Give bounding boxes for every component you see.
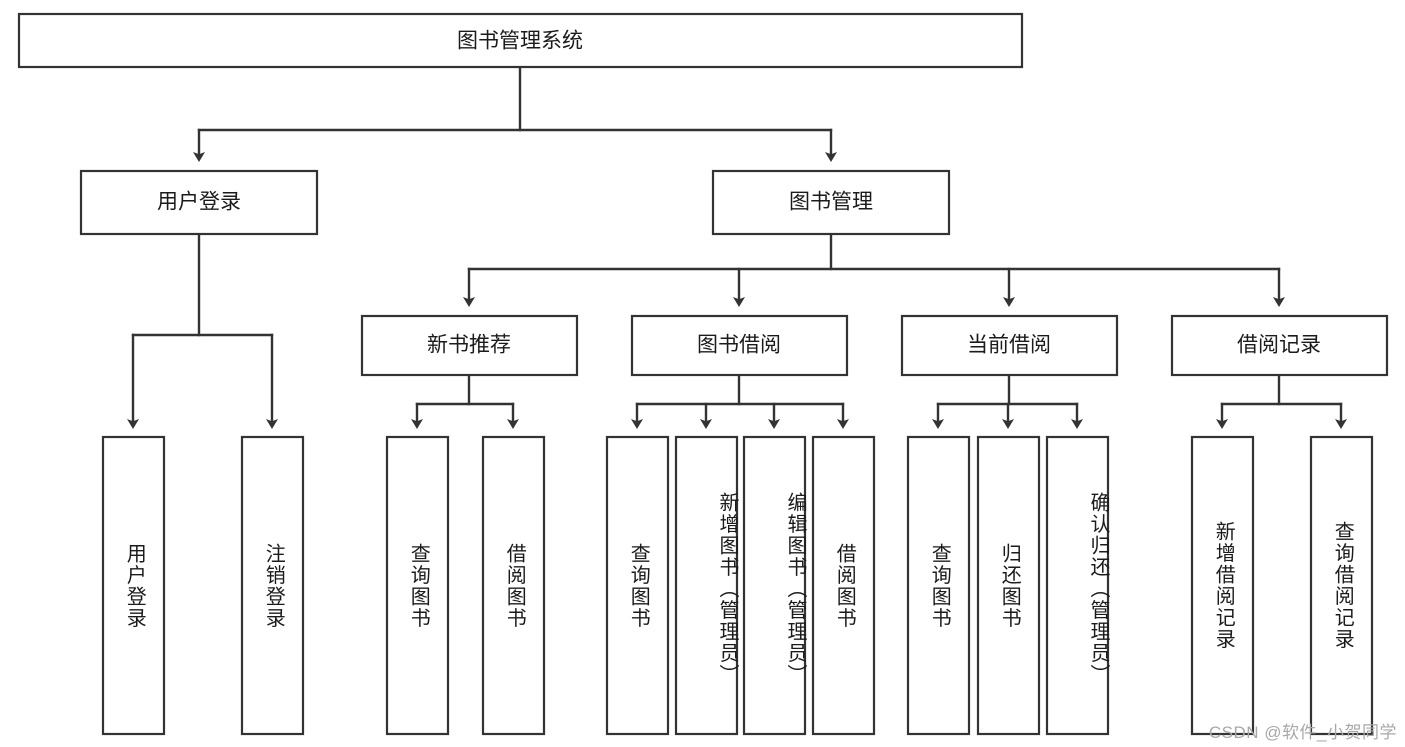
leaf-box-add-record[interactable]	[1190, 435, 1255, 736]
node-borrow-record-box[interactable]	[1170, 314, 1389, 377]
node-current-borrow[interactable]: 当前借阅	[900, 314, 1119, 377]
leaf-box-query-record[interactable]	[1309, 435, 1374, 736]
csdn-watermark: CSDN @软件_小贺同学	[1208, 723, 1397, 742]
leaf-box-borrow-book-2[interactable]	[811, 435, 876, 736]
node-borrow-record[interactable]: 借阅记录	[1170, 314, 1389, 377]
leaf-box-layer	[101, 435, 1374, 736]
node-new-book-recommend-box[interactable]	[360, 314, 579, 377]
node-new-book-recommend[interactable]: 新书推荐	[360, 314, 579, 377]
leaf-box-return-book[interactable]	[976, 435, 1041, 736]
node-book-borrow-box[interactable]	[630, 314, 849, 377]
node-root-system[interactable]: 图书管理系统	[17, 12, 1024, 69]
leaf-box-query-book-2[interactable]	[605, 435, 670, 736]
leaf-box-query-book-3[interactable]	[906, 435, 971, 736]
node-root-label: 图书管理系统	[457, 30, 583, 53]
leaf-box-borrow-book-1[interactable]	[481, 435, 546, 736]
node-user-login-box[interactable]	[79, 169, 319, 236]
node-book-borrow[interactable]: 图书借阅	[630, 314, 849, 377]
leaf-box-edit-book[interactable]	[742, 435, 807, 736]
node-user-login-label: 用户登录	[157, 191, 241, 214]
node-current-borrow-box[interactable]	[900, 314, 1119, 377]
node-book-manage[interactable]: 图书管理	[711, 169, 951, 236]
leaf-box-user-login[interactable]	[101, 435, 166, 736]
connector-layer	[127, 65, 1347, 429]
node-book-manage-label: 图书管理	[789, 191, 873, 214]
node-book-manage-box[interactable]	[711, 169, 951, 236]
leaf-box-logout-login[interactable]	[240, 435, 305, 736]
leaf-box-confirm-return[interactable]	[1045, 435, 1110, 736]
node-new-book-recommend-label: 新书推荐	[427, 334, 511, 357]
node-book-borrow-label: 图书借阅	[697, 334, 781, 357]
leaf-box-query-book-1[interactable]	[385, 435, 450, 736]
node-root-box[interactable]	[17, 12, 1024, 69]
node-current-borrow-label: 当前借阅	[967, 334, 1051, 357]
node-user-login[interactable]: 用户登录	[79, 169, 319, 236]
leaf-box-add-book[interactable]	[674, 435, 739, 736]
node-borrow-record-label: 借阅记录	[1237, 334, 1321, 357]
